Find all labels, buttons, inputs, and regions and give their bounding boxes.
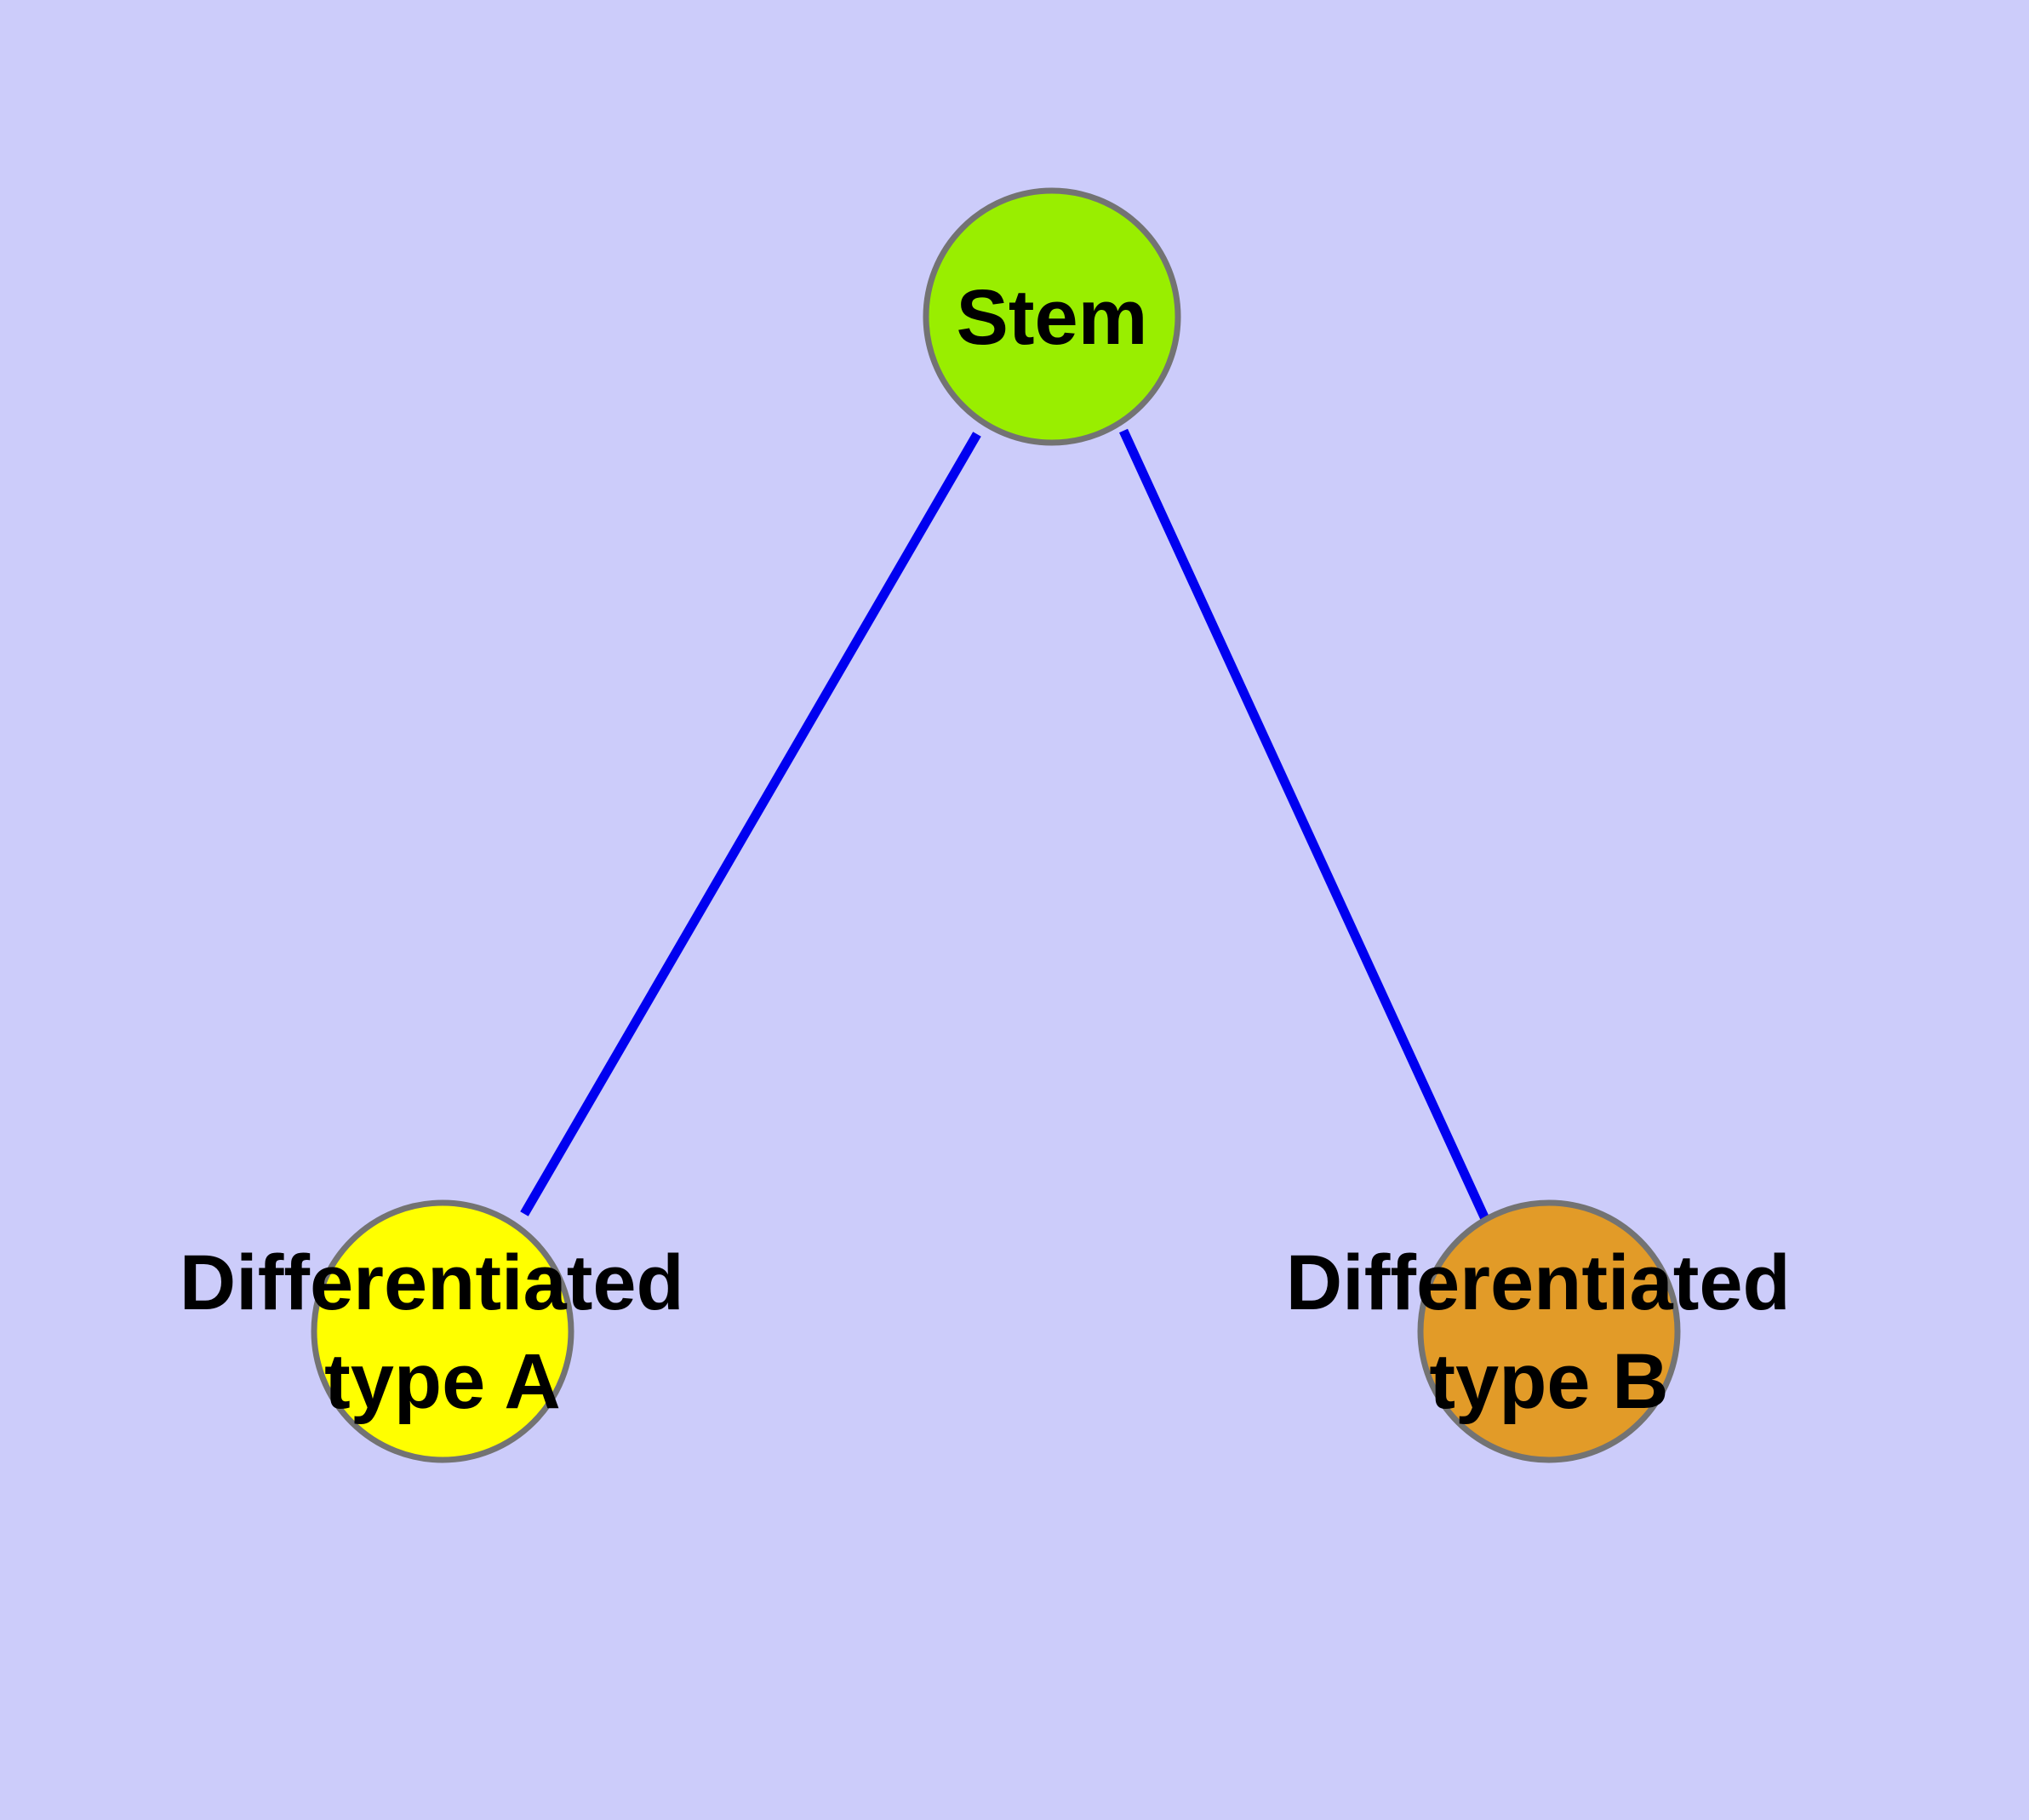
node-layer bbox=[311, 187, 1681, 1463]
label-layer: Stem Differentiated type A Differentiate… bbox=[180, 274, 1813, 1425]
node-stem[interactable] bbox=[923, 187, 1181, 446]
node-label-differentiated-type-b: Differentiated type B bbox=[1286, 1239, 1813, 1425]
edge-layer bbox=[520, 428, 1490, 1223]
node-label-differentiated-type-a-line-2: type A bbox=[324, 1338, 561, 1425]
edge-stem-to-differentiated-b[interactable] bbox=[1119, 428, 1490, 1223]
node-label-differentiated-type-b-line-1: Differentiated bbox=[1286, 1239, 1791, 1326]
node-label-differentiated-type-b-line-2: type B bbox=[1429, 1338, 1668, 1425]
edge-stem-to-differentiated-a[interactable] bbox=[520, 432, 981, 1216]
node-differentiated-type-a[interactable] bbox=[311, 1199, 574, 1463]
node-differentiated-type-b[interactable] bbox=[1417, 1199, 1681, 1463]
node-label-stem-line-1: Stem bbox=[957, 274, 1148, 361]
node-label-differentiated-type-a-line-1: Differentiated bbox=[180, 1239, 684, 1326]
node-label-differentiated-type-a: Differentiated type A bbox=[180, 1239, 706, 1425]
node-label-stem: Stem bbox=[957, 274, 1148, 361]
